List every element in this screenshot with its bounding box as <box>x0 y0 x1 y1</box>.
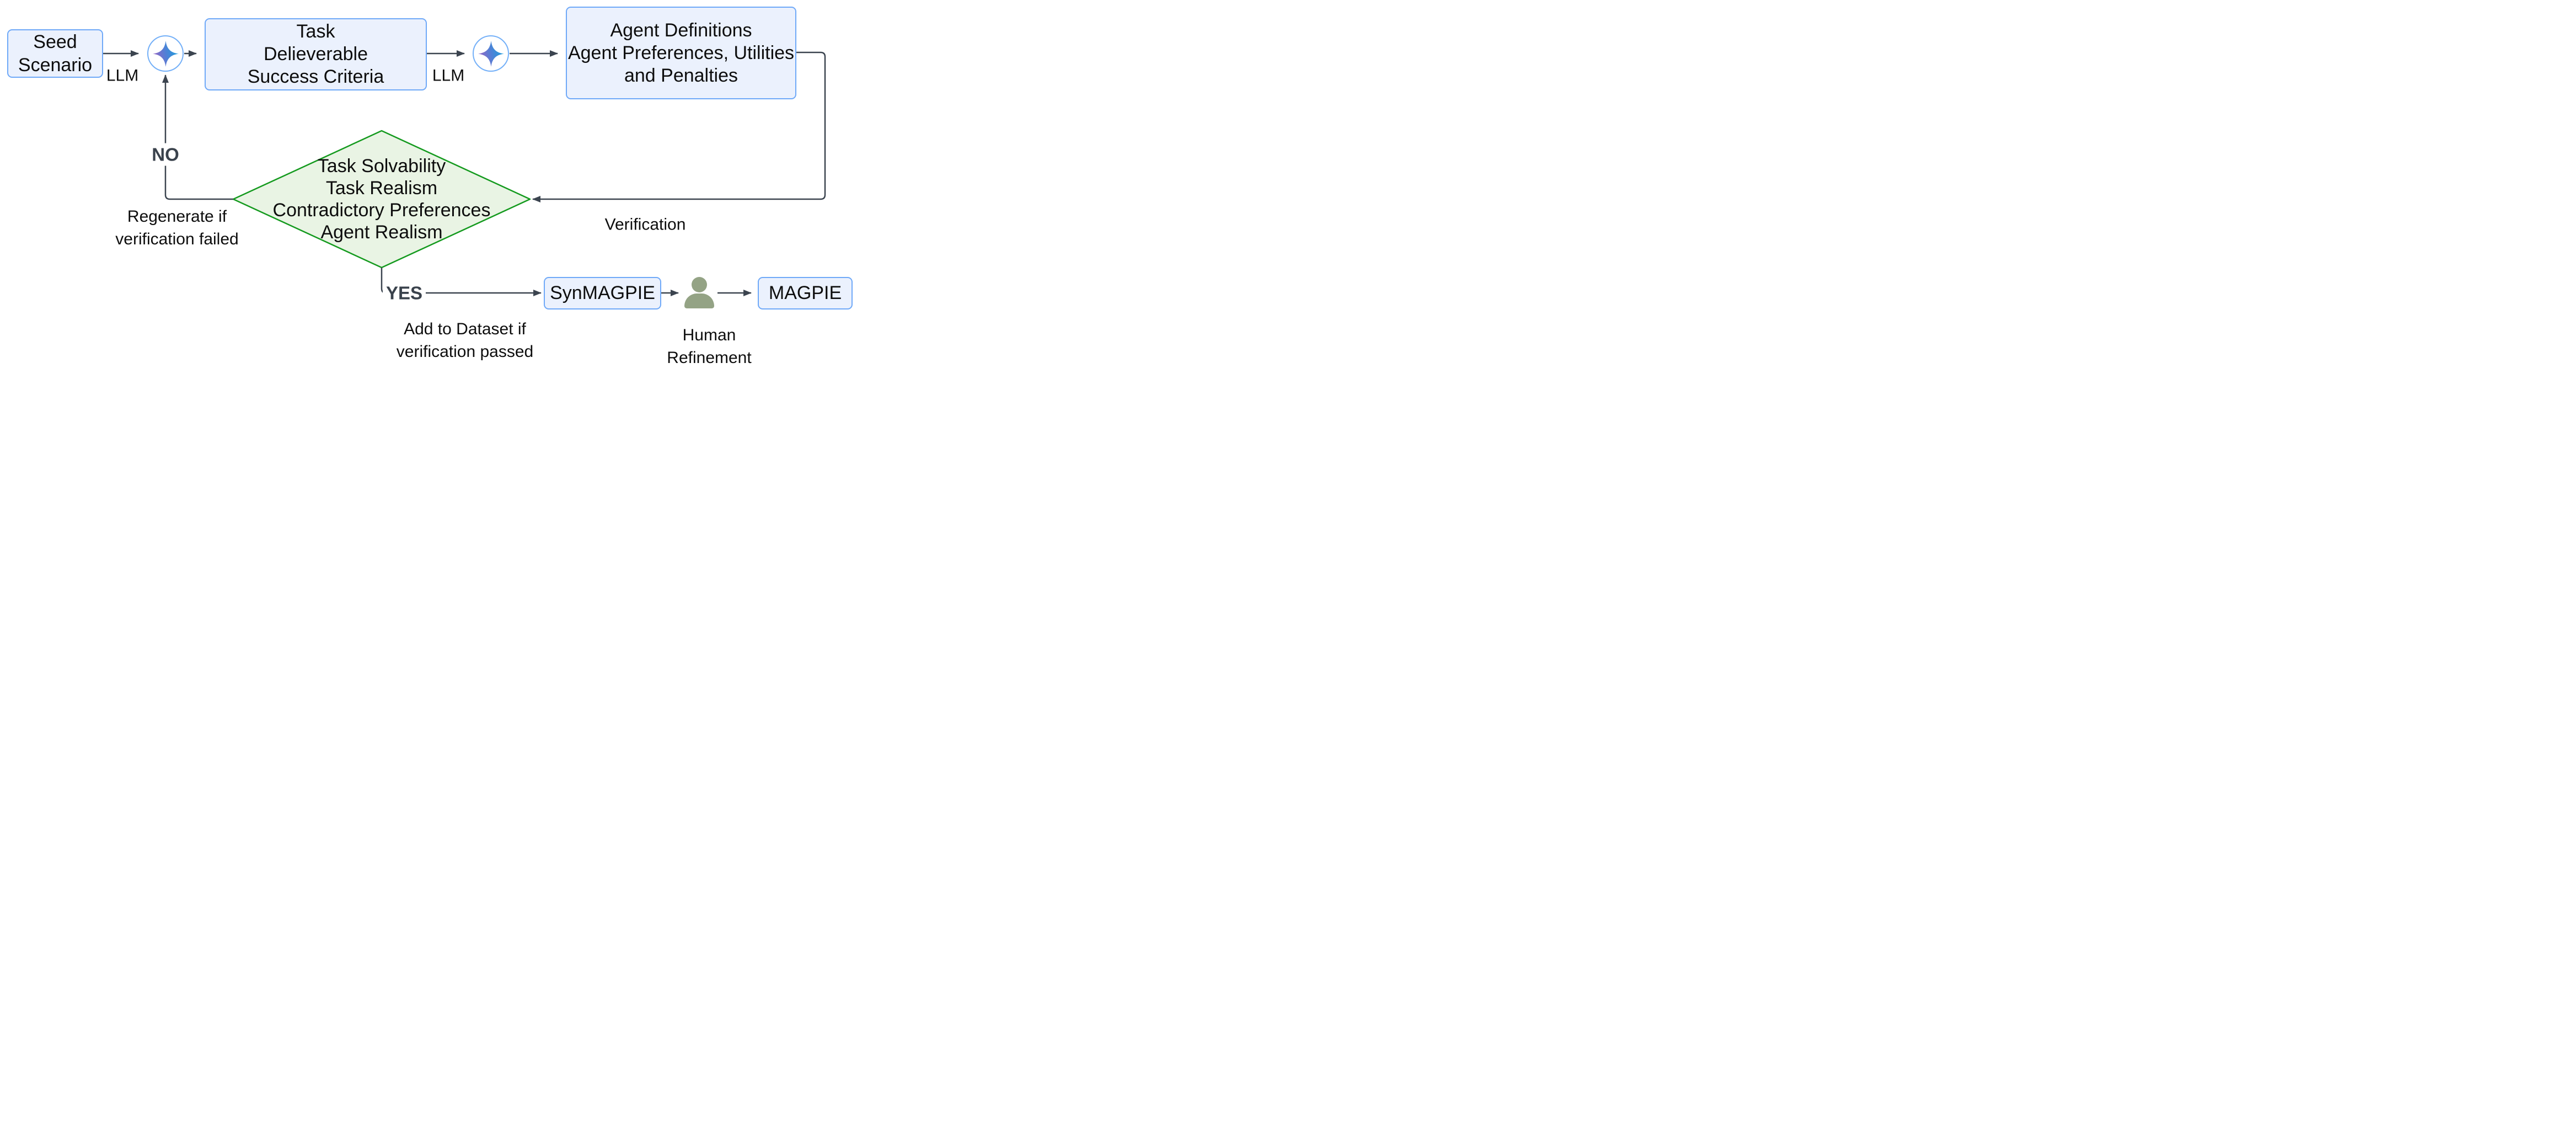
node-seed-scenario: Seed Scenario <box>7 29 103 78</box>
regenerate-caption: Regenerate if verification failed <box>115 205 238 250</box>
decision-line2: Task Realism <box>325 178 438 199</box>
arrow-agent-to-decision <box>532 51 826 202</box>
human-refinement-line2: Refinement <box>667 349 752 367</box>
node-agent-line3: and Penalties <box>624 65 738 86</box>
human-refinement-caption: Human Refinement <box>667 324 751 369</box>
sparkle-icon <box>478 40 504 67</box>
llm1-label: LLM <box>106 66 139 85</box>
node-seed-line2: Scenario <box>18 55 93 76</box>
node-magpie: MAGPIE <box>758 277 853 309</box>
arrow-decision-no-to-llm1 <box>162 74 233 200</box>
human-refinement-line1: Human <box>682 326 736 344</box>
llm2-label: LLM <box>432 66 465 85</box>
magpie-label: MAGPIE <box>768 282 842 303</box>
node-task-line1: Task <box>296 21 335 42</box>
llm2-sparkle-badge <box>473 35 509 72</box>
flowchart-canvas: Seed Scenario LLM Task Delieverable Succ… <box>0 0 859 373</box>
decision-line1: Task Solvability <box>317 156 446 177</box>
node-task-deliverable: Task Delieverable Success Criteria <box>205 18 427 90</box>
node-task-line3: Success Criteria <box>247 66 384 87</box>
person-icon-body <box>684 293 714 308</box>
connector-layer <box>103 50 826 296</box>
node-task-line2: Delieverable <box>264 44 368 65</box>
node-agent-line2: Agent Preferences, Utilities <box>567 42 795 63</box>
regenerate-caption-line1: Regenerate if <box>127 207 227 226</box>
node-agent-definitions: Agent Definitions Agent Preferences, Uti… <box>566 7 796 99</box>
person-icon <box>684 277 714 308</box>
node-agent-line1: Agent Definitions <box>610 19 752 41</box>
add-to-dataset-line2: verification passed <box>396 343 534 361</box>
node-synmagpie: SynMAGPIE <box>544 277 661 309</box>
decision-line3: Contradictory Preferences <box>272 200 491 221</box>
decision-line4: Agent Realism <box>320 222 443 243</box>
node-seed-line1: Seed <box>33 31 77 52</box>
add-to-dataset-caption: Add to Dataset if verification passed <box>397 318 533 363</box>
llm1-sparkle-badge <box>147 35 184 72</box>
verification-label: Verification <box>604 215 686 234</box>
add-to-dataset-line1: Add to Dataset if <box>404 320 526 338</box>
regenerate-caption-line2: verification failed <box>115 230 239 248</box>
no-branch-label: NO <box>148 143 183 166</box>
synmagpie-label: SynMAGPIE <box>550 282 655 303</box>
person-icon-head <box>692 277 707 292</box>
node-verification-decision: Task Solvability Task Realism Contradict… <box>233 131 530 268</box>
yes-branch-label: YES <box>382 281 426 305</box>
sparkle-icon <box>152 40 179 67</box>
